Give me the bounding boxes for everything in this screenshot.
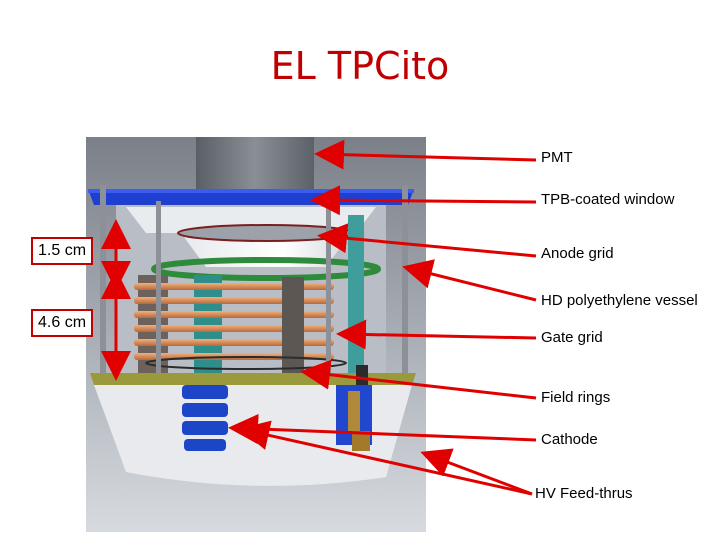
hv-feedthru-center (182, 385, 228, 451)
detector-render (86, 137, 426, 532)
pmt-body (196, 137, 314, 189)
arrow-hd-vessel (402, 259, 537, 302)
gate-grid (145, 356, 347, 370)
callout-anode-grid: Anode grid (541, 245, 614, 262)
callout-field-rings: Field rings (541, 389, 611, 406)
callout-cathode: Cathode (541, 431, 598, 448)
hv-feedthru-right (336, 385, 372, 451)
callout-hd-vessel: HD polyethylene vessel (541, 292, 698, 309)
dim-label-4-6cm: 4.6 cm (31, 309, 94, 337)
anode-grid (151, 257, 381, 281)
arrow-hv-feedthru-1 (420, 448, 533, 496)
dim-label-1-5cm: 1.5 cm (31, 237, 94, 265)
callout-gate-grid: Gate grid (541, 329, 603, 346)
callout-tpb-window: TPB-coated window (541, 191, 675, 208)
callout-hv-feedthrus: HV Feed-thrus (535, 485, 633, 502)
diagram-title: EL TPCito (270, 44, 450, 88)
callout-pmt: PMT (541, 149, 573, 166)
